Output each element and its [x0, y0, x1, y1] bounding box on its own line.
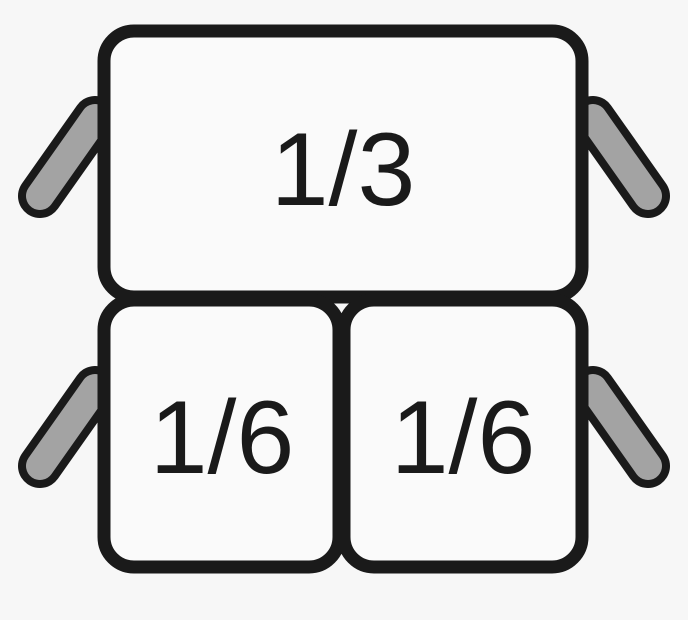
handle-bottom-left-fill [26, 374, 109, 480]
handle-top-left-fill [26, 104, 109, 210]
pan-bottom-right-label: 1/6 [391, 380, 536, 496]
handles [18, 96, 670, 488]
pan-top-body [97, 24, 589, 304]
pan-bottom-left: 1/6 [97, 293, 346, 574]
handle-bottom-right-fill [579, 374, 662, 480]
pan-top-label: 1/3 [271, 112, 416, 228]
handle-top-right-fill [579, 104, 662, 210]
pan-top: 1/3 [97, 24, 589, 304]
pan-bottom-right: 1/6 [337, 293, 589, 574]
pan-bottom-left-label: 1/6 [150, 380, 295, 496]
pan-bottom-right-body [337, 293, 589, 574]
